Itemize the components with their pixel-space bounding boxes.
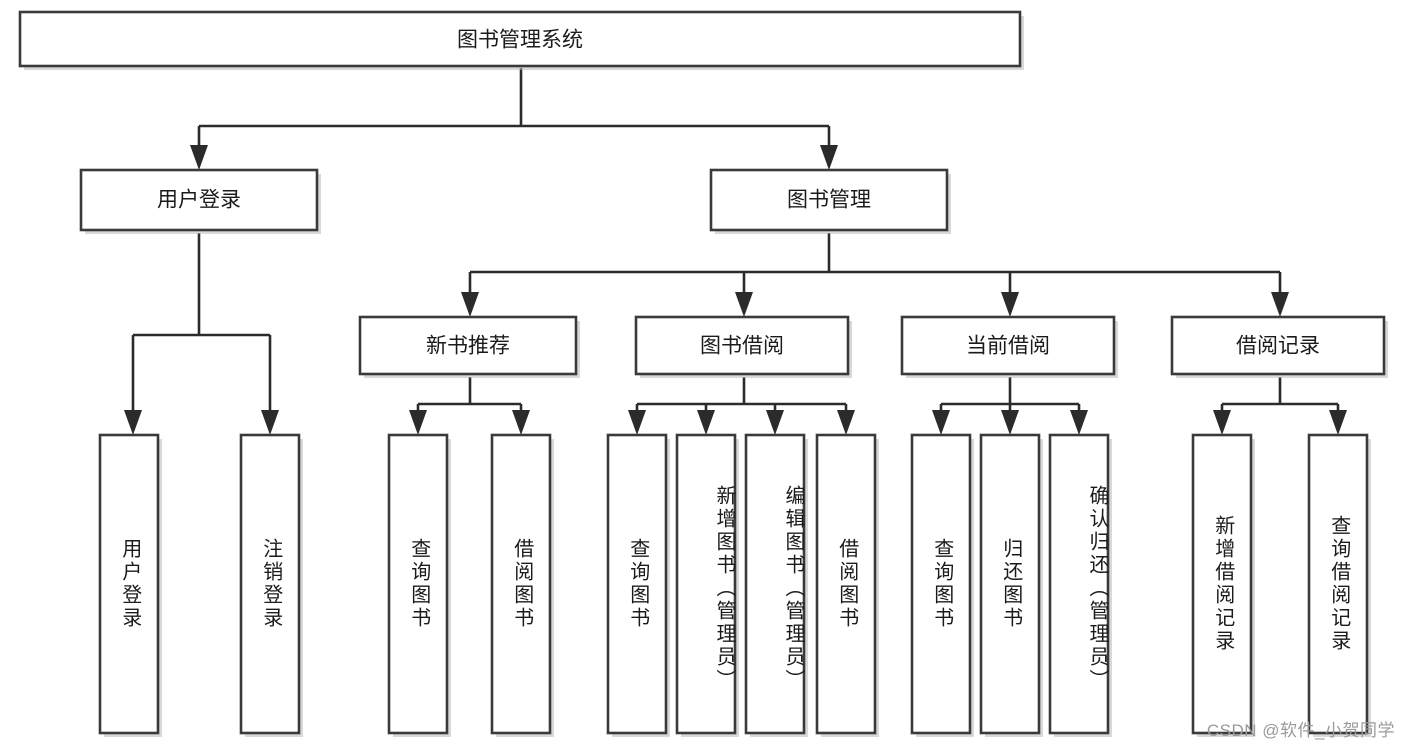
node-leaf-query-book-1-box[interactable] bbox=[387, 433, 449, 735]
node-borrow-record-box[interactable] bbox=[1170, 315, 1386, 376]
arrow-to-leaf-query-book-3 bbox=[932, 410, 950, 435]
node-leaf-edit-book-box[interactable] bbox=[744, 433, 806, 735]
arrow-to-leaf-edit-book bbox=[766, 410, 784, 435]
connector-group bbox=[124, 68, 1347, 435]
node-book-borrow-box[interactable] bbox=[634, 315, 850, 376]
node-leaf-query-record-box[interactable] bbox=[1307, 433, 1369, 735]
arrow-to-leaf-add-record bbox=[1213, 410, 1231, 435]
arrow-to-leaf-query-record bbox=[1329, 410, 1347, 435]
arrow-to-book-borrow bbox=[735, 292, 753, 317]
node-leaf-add-record-box[interactable] bbox=[1191, 433, 1253, 735]
arrow-to-current-borrow bbox=[1001, 292, 1019, 317]
arrow-to-leaf-add-book bbox=[697, 410, 715, 435]
node-new-book-rec-box[interactable] bbox=[358, 315, 578, 376]
node-leaf-add-book-box[interactable] bbox=[675, 433, 737, 735]
node-leaf-borrow-book-2-box[interactable] bbox=[815, 433, 877, 735]
node-leaf-confirm-return-box[interactable] bbox=[1048, 433, 1110, 735]
node-leaf-return-book-box[interactable] bbox=[979, 433, 1041, 735]
node-new-book-rec-label: 新书推荐 bbox=[426, 335, 510, 358]
arrow-to-leaf-return-book bbox=[1001, 410, 1019, 435]
arrow-to-leaf-query-book-1 bbox=[409, 410, 427, 435]
node-current-borrow-box[interactable] bbox=[900, 315, 1116, 376]
node-book-borrow-label: 图书借阅 bbox=[700, 335, 784, 358]
node-book-manage-box[interactable] bbox=[709, 168, 949, 232]
horizontal-label-group: 图书管理系统 用户登录 图书管理 新书推荐 图书借阅 当前借阅 借阅记录 bbox=[157, 29, 1320, 358]
arrow-to-book-manage bbox=[820, 145, 838, 170]
arrow-to-leaf-borrow-book-2 bbox=[837, 410, 855, 435]
arrow-to-leaf-confirm-return bbox=[1070, 410, 1088, 435]
node-user-login-label: 用户登录 bbox=[157, 189, 241, 212]
csdn-watermark: CSDN @软件_小贺同学 bbox=[1206, 721, 1395, 740]
node-box-group bbox=[18, 10, 1388, 737]
arrow-to-leaf-logout bbox=[261, 410, 279, 435]
node-leaf-logout-box[interactable] bbox=[239, 433, 301, 735]
node-leaf-query-book-2-box[interactable] bbox=[606, 433, 668, 735]
node-leaf-query-book-3-box[interactable] bbox=[910, 433, 972, 735]
node-user-login-box[interactable] bbox=[79, 168, 319, 232]
node-current-borrow-label: 当前借阅 bbox=[966, 335, 1050, 358]
arrow-to-user-login bbox=[190, 145, 208, 170]
node-borrow-record-label: 借阅记录 bbox=[1236, 335, 1320, 358]
node-leaf-user-login-box[interactable] bbox=[98, 433, 160, 735]
node-root-label: 图书管理系统 bbox=[457, 29, 583, 52]
node-book-manage-label: 图书管理 bbox=[787, 189, 871, 212]
arrow-to-leaf-user-login bbox=[124, 410, 142, 435]
node-root-box[interactable] bbox=[18, 10, 1022, 68]
arrow-to-borrow-record bbox=[1271, 292, 1289, 317]
arrow-to-leaf-query-book-2 bbox=[628, 410, 646, 435]
arrow-to-leaf-borrow-book-1 bbox=[512, 410, 530, 435]
node-leaf-borrow-book-1-box[interactable] bbox=[490, 433, 552, 735]
arrow-to-new-book-rec bbox=[461, 292, 479, 317]
